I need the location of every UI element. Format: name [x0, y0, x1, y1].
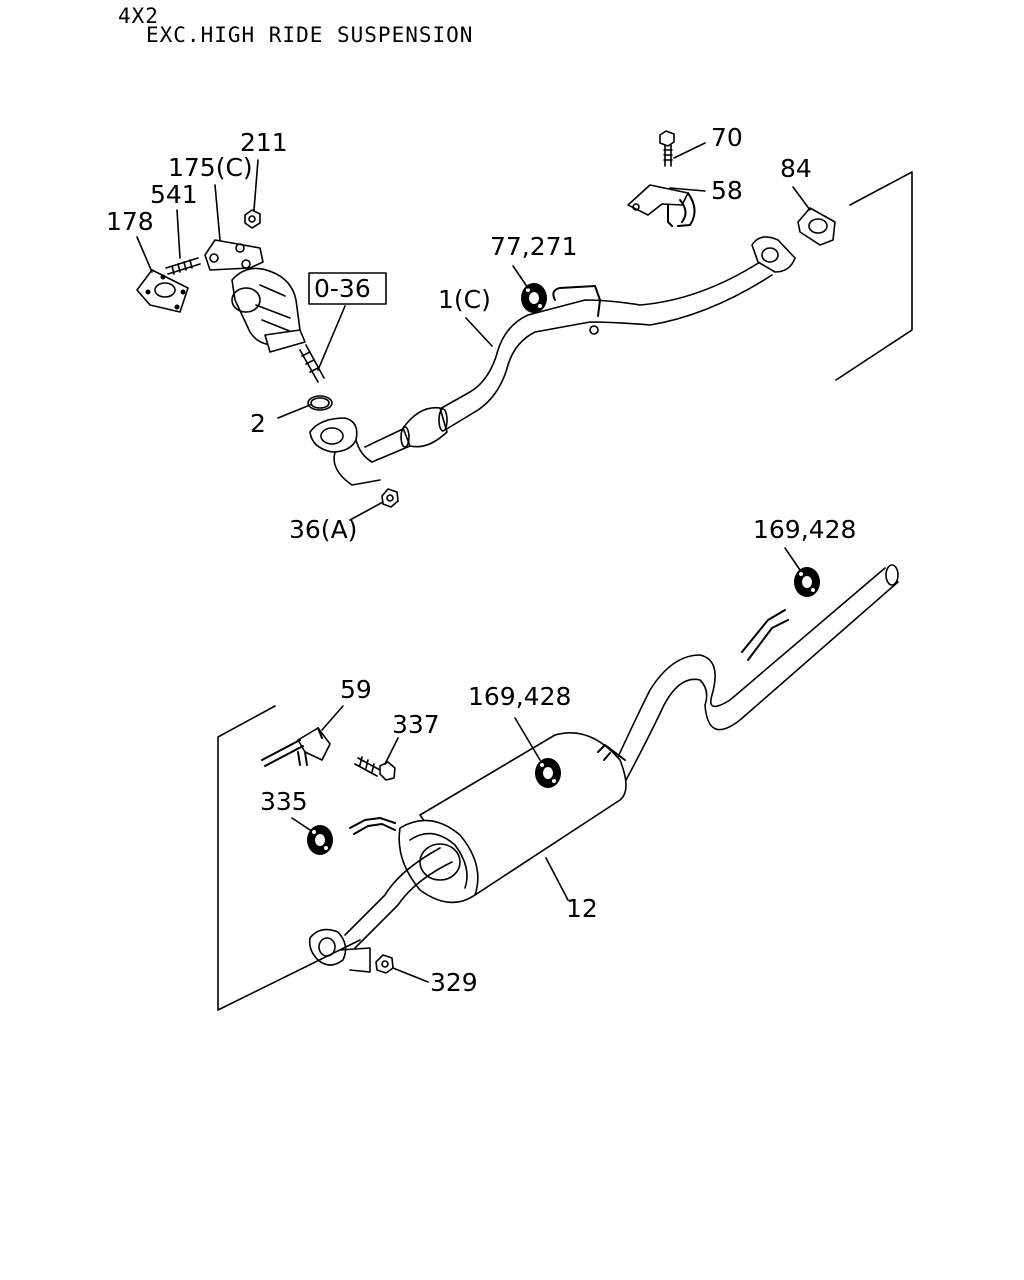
muffler-12	[398, 731, 627, 904]
callout-541[interactable]: 541	[150, 180, 198, 209]
callout-337[interactable]: 337	[392, 710, 440, 739]
callout-0-36[interactable]: 0-36	[314, 274, 371, 303]
stud-0-36	[299, 344, 325, 383]
bracket-59	[261, 727, 331, 767]
callout-36a[interactable]: 36(A)	[289, 515, 357, 544]
front-exhaust-pipe-1c	[309, 236, 796, 486]
callout-169-428-mid[interactable]: 169,428	[468, 682, 571, 711]
callout-77-271[interactable]: 77,271	[490, 232, 577, 261]
callout-169-428-top[interactable]: 169,428	[753, 515, 856, 544]
callout-12[interactable]: 12	[566, 894, 598, 923]
upper-break-line	[835, 171, 913, 381]
bracket-58	[627, 184, 696, 227]
leader-lines	[136, 142, 811, 983]
rubber-mount-169-428-mid	[535, 758, 561, 788]
tail-pipe-rear	[611, 564, 899, 783]
callout-178[interactable]: 178	[106, 207, 154, 236]
callout-70[interactable]: 70	[711, 123, 743, 152]
header-line-exc-high-ride-suspension: EXC.HIGH RIDE SUSPENSION	[146, 23, 474, 47]
bolt-70	[659, 130, 675, 167]
callout-329[interactable]: 329	[430, 968, 478, 997]
callout-175c[interactable]: 175(C)	[168, 153, 253, 182]
rubber-mount-169-428-top	[794, 567, 820, 597]
callout-58[interactable]: 58	[711, 176, 743, 205]
callout-1c[interactable]: 1(C)	[438, 285, 491, 314]
lower-break-line	[217, 705, 361, 1011]
callout-59[interactable]: 59	[340, 675, 372, 704]
nut-36a	[381, 488, 399, 508]
rubber-mount-77-271	[521, 283, 547, 313]
nut-329	[375, 954, 394, 974]
hanger-rod-335	[349, 817, 396, 835]
ring-gasket-2	[307, 395, 333, 411]
callout-0-36-box	[308, 272, 387, 305]
stud-541	[165, 257, 201, 275]
callout-335[interactable]: 335	[260, 787, 308, 816]
catalytic-converter-175c	[204, 239, 306, 353]
callout-84[interactable]: 84	[780, 154, 812, 183]
rubber-mount-335	[307, 825, 333, 855]
inlet-pipe-muffler	[308, 847, 453, 973]
callout-2[interactable]: 2	[250, 409, 266, 438]
bolt-337	[354, 756, 396, 781]
gasket-84	[797, 207, 836, 246]
gasket-178	[136, 269, 189, 313]
nut-211	[244, 209, 261, 229]
callout-211[interactable]: 211	[240, 128, 288, 157]
header-line-4x2: 4X2	[118, 4, 159, 28]
